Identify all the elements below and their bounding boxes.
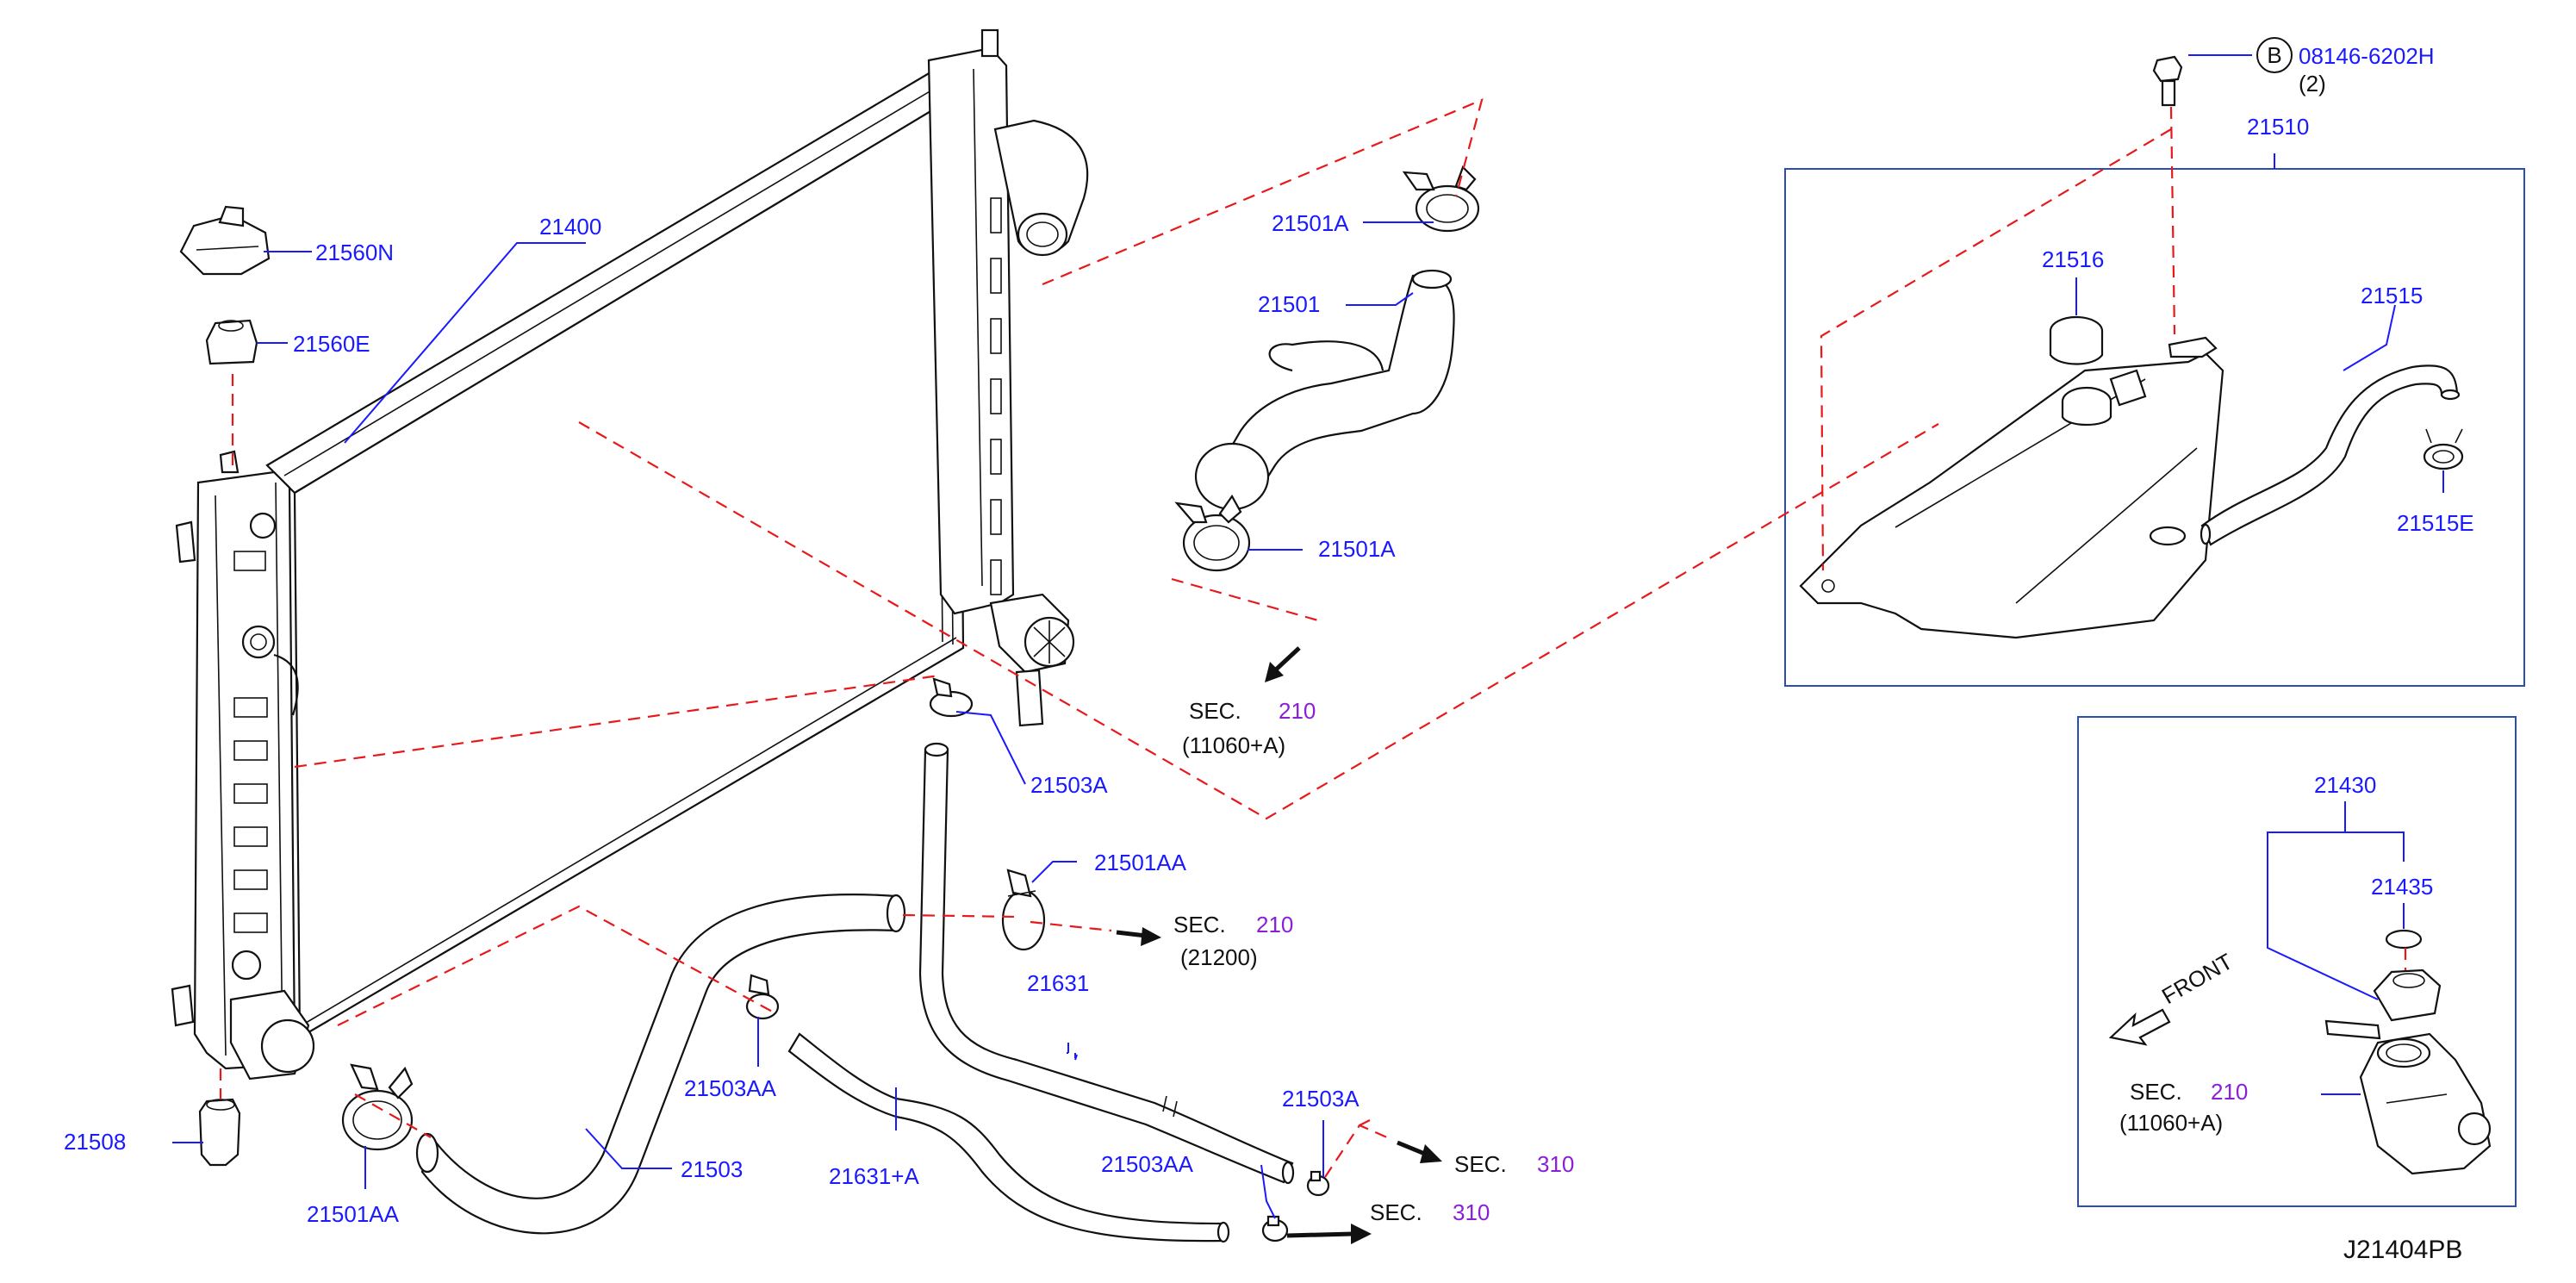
label-21435: 21435	[2371, 874, 2433, 900]
filler-neck-group-box	[2077, 716, 2517, 1207]
sec2-label: SEC.	[1173, 912, 1226, 937]
label-21560n: 21560N	[315, 240, 394, 265]
label-21501aa-mid: 21501AA	[1094, 850, 1187, 875]
bolt	[2152, 55, 2183, 107]
section-arrows	[1116, 646, 1442, 1244]
callout-letter: B	[2267, 42, 2281, 68]
part-labels: 21400 21560N 21560E 21508 21501AA 21503 …	[64, 114, 2474, 1227]
leader-lines	[172, 54, 2444, 1219]
hose-clamp-21515e	[2423, 428, 2464, 470]
label-21515: 21515	[2361, 283, 2423, 308]
reservoir-group-box	[1784, 168, 2525, 687]
sec2-ref: (21200)	[1180, 944, 1258, 970]
callout-circle	[2256, 37, 2293, 73]
label-21503aa-mid: 21503AA	[684, 1075, 777, 1101]
hose-clamp-21503aa-mid	[745, 974, 780, 1020]
sec4-label: SEC.	[1370, 1199, 1422, 1225]
callout-part-no: 08146-6202H	[2299, 43, 2435, 69]
sec1-label: SEC.	[1189, 698, 1241, 724]
lower-hose-21503	[415, 894, 906, 1235]
bolt-callout: B 08146-6202H (2)	[2256, 37, 2435, 97]
filler-neck-21430	[2324, 968, 2492, 1175]
sec4-num: 310	[1453, 1199, 1490, 1225]
sec3-label: SEC.	[1454, 1151, 1507, 1177]
diagram-code: J21404PB	[2343, 1236, 2462, 1264]
label-21501a-top: 21501A	[1272, 210, 1349, 236]
upper-hose-21501	[1194, 269, 1455, 511]
hose-clamp-21501aa-left	[341, 1063, 414, 1151]
label-21501: 21501	[1258, 291, 1320, 317]
sec5-num: 210	[2211, 1079, 2248, 1105]
section-refs: SEC. 210 (11060+A) SEC. 210 (21200) SEC.…	[1173, 698, 2248, 1225]
label-21510: 21510	[2247, 114, 2309, 140]
label-21631: 21631	[1027, 970, 1089, 996]
hose-21631	[918, 742, 1295, 1185]
label-21515e: 21515E	[2397, 510, 2474, 536]
sec3-num: 310	[1537, 1151, 1574, 1177]
sec1-ref: (11060+A)	[1182, 732, 1285, 758]
hose-clamp-21501a-low	[1174, 494, 1251, 572]
hose-clamp-21503a-mid	[929, 677, 974, 718]
cap-seal-21560e	[205, 319, 258, 365]
drain-plug-21508	[198, 1098, 241, 1167]
label-21430: 21430	[2314, 772, 2376, 798]
label-21503a-low: 21503A	[1282, 1086, 1360, 1112]
reservoir-cap-21516	[2049, 315, 2104, 365]
sec5-label: SEC.	[2130, 1079, 2182, 1105]
label-21501aa-left: 21501AA	[307, 1201, 400, 1227]
radiator-left-tank	[171, 450, 315, 1081]
radiator-right-tank	[927, 28, 1089, 727]
sec2-num: 210	[1256, 912, 1293, 937]
reservoir-hose-21515	[2200, 364, 2461, 546]
label-21503a-mid: 21503A	[1030, 772, 1108, 798]
phantom-lines	[219, 98, 2407, 1178]
hose-clamp-21503aa-low	[1261, 1215, 1289, 1243]
radiator-core	[265, 71, 965, 1039]
reservoir-tank	[1799, 336, 2224, 639]
label-21508: 21508	[64, 1129, 126, 1155]
sec1-num: 210	[1279, 698, 1316, 724]
front-arrow	[2108, 1008, 2171, 1046]
label-21503aa-low: 21503AA	[1101, 1151, 1194, 1177]
front-label: FRONT	[2157, 948, 2237, 1009]
label-21400: 21400	[539, 214, 601, 240]
label-21501a-low: 21501A	[1318, 536, 1396, 562]
label-21516: 21516	[2042, 246, 2104, 272]
callout-qty: (2)	[2299, 71, 2326, 97]
filler-seal-21435	[2385, 929, 2423, 950]
hose-clamp-21501aa-mid	[1001, 869, 1046, 951]
label-21631pa: 21631+A	[829, 1163, 919, 1189]
hose-clamp-21501a-top	[1402, 165, 1480, 233]
hose-clamp-21503a-low	[1306, 1170, 1330, 1197]
sec5-ref: (11060+A)	[2119, 1110, 2223, 1136]
radiator-cap-21560n	[179, 205, 271, 276]
label-21503: 21503	[681, 1156, 743, 1182]
label-21560e: 21560E	[293, 331, 370, 357]
